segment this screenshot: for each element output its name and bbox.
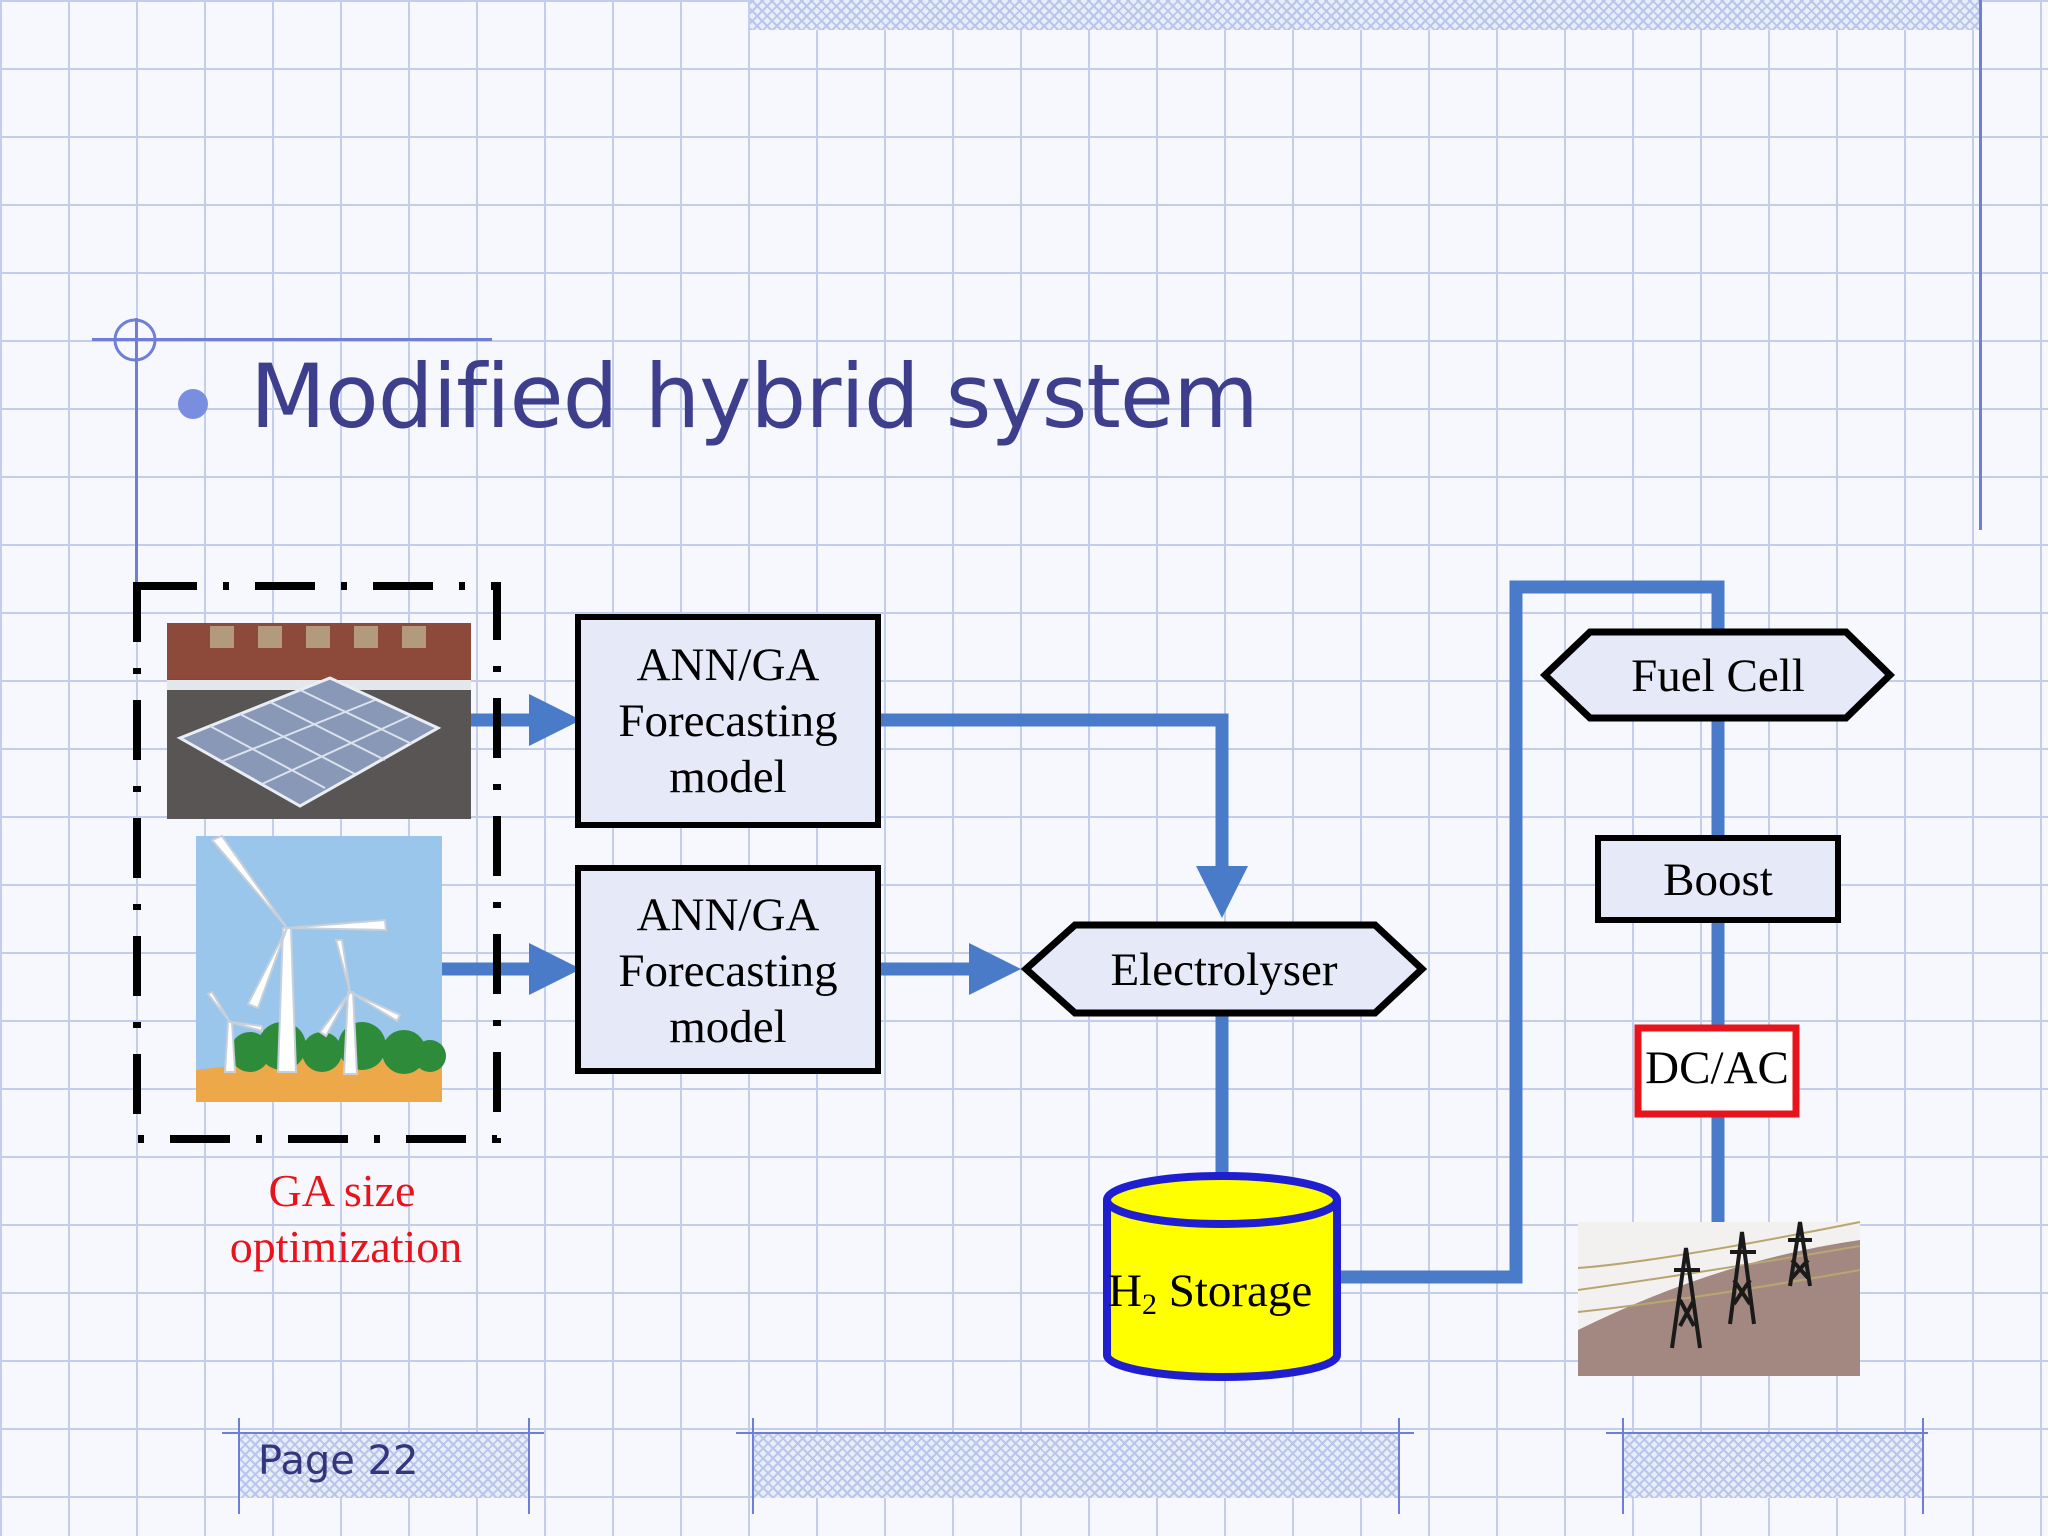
footer-right-box: [1622, 1432, 1924, 1498]
flow-connectors: [440, 580, 1725, 1284]
footer-rule-right: [1606, 1432, 1928, 1434]
footer-tick: [528, 1418, 530, 1514]
solar-panel-image: [167, 623, 471, 819]
forecast-top-line-2: Forecasting: [618, 695, 837, 747]
footer-tick: [1398, 1418, 1400, 1514]
forecast-top-line-3: model: [669, 751, 786, 803]
right-frame-line: [1979, 0, 1982, 530]
page-number: Page 22: [258, 1438, 419, 1484]
fuel-cell-box: [1539, 628, 1896, 722]
footer-tick: [1922, 1418, 1924, 1514]
footer-tick: [752, 1418, 754, 1514]
ga-size-label-line-1: GA size: [269, 1165, 416, 1216]
electrolyser-box: [1020, 921, 1428, 1017]
bullet-dot: [178, 389, 208, 419]
wind-turbine-image: [196, 834, 446, 1102]
h2-storage-label: H2 Storage: [1108, 1265, 1312, 1321]
h2-storage-tank: [1103, 1172, 1341, 1381]
dcac-box: [1634, 1024, 1800, 1118]
title-rule: [92, 338, 492, 341]
footer-tick: [238, 1418, 240, 1514]
forecast-top-to-electrolyser-arrow: [880, 713, 1248, 918]
storage-to-fuelcell-line: [1338, 580, 1725, 1284]
crosshair-ornament: [113, 318, 157, 362]
footer-center-box: [752, 1432, 1398, 1498]
top-hatch-bar: [750, 0, 1982, 30]
forecast-box-top: [575, 614, 881, 828]
boost-label: Boost: [1663, 854, 1773, 906]
footer-rule-center: [736, 1432, 1414, 1434]
footer-page-box: [238, 1432, 530, 1498]
forecast-bottom-line-3: model: [669, 1001, 786, 1053]
boost-box: [1595, 835, 1841, 923]
electrolyser-label: Electrolyser: [1110, 944, 1337, 996]
ga-size-label-line-2: optimization: [230, 1221, 463, 1272]
fuel-cell-label: Fuel Cell: [1631, 650, 1805, 702]
forecast-bottom-line-2: Forecasting: [618, 945, 837, 997]
forecast-box-bottom: [575, 865, 881, 1074]
power-pylon-image: [1577, 1221, 1861, 1376]
ga-optimization-boundary: [133, 582, 501, 1143]
footer-tick: [1622, 1418, 1624, 1514]
slide-title: Modified hybrid system: [250, 345, 1259, 448]
left-frame-line: [135, 318, 138, 598]
footer-rule-left: [222, 1432, 544, 1434]
forecast-top-line-1: ANN/GA: [637, 639, 820, 691]
dcac-label: DC/AC: [1645, 1042, 1789, 1094]
forecast-bottom-line-1: ANN/GA: [637, 889, 820, 941]
